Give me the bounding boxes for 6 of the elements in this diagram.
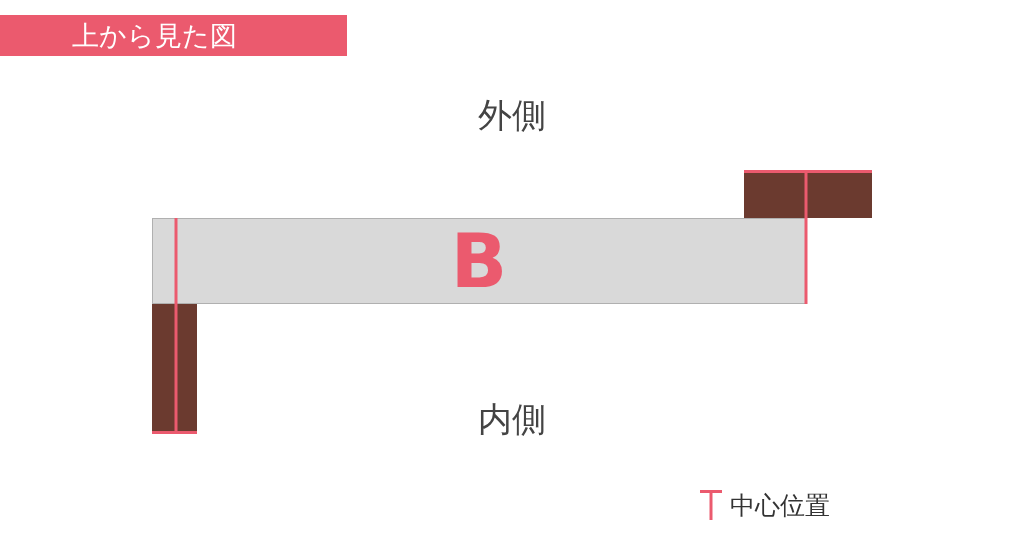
legend-text: 中心位置 [730,490,830,522]
board [152,218,806,304]
board-letter: B [450,224,508,298]
title-banner: 上から見た図 [0,15,347,56]
side-label: 内側 [477,398,547,441]
side-label: 外側 [477,94,547,137]
